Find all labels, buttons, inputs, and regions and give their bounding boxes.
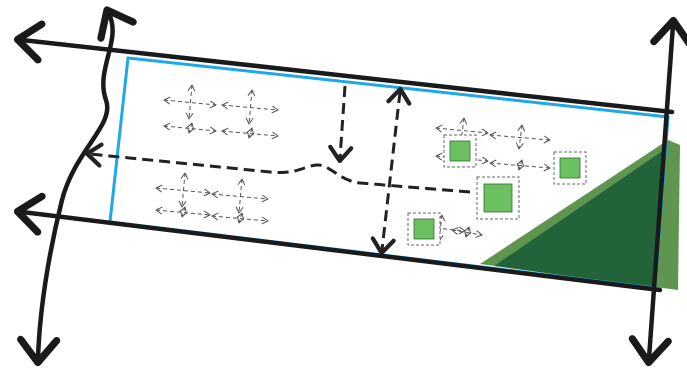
green-square-icon <box>476 176 520 220</box>
four-way-arrow-icon <box>155 206 211 219</box>
green-square-icon <box>553 151 587 185</box>
dashed-arrow-down <box>328 85 354 164</box>
building-block <box>449 140 471 162</box>
thin-dashed-arrow <box>155 184 211 197</box>
building-block <box>559 157 581 179</box>
four-way-arrow-icon <box>489 124 551 150</box>
four-way-arrow-icon <box>451 226 483 238</box>
four-way-arrow-icon <box>221 89 279 125</box>
green-square-icon <box>407 212 441 246</box>
thin-dashed-arrow <box>163 96 217 109</box>
four-way-arrow-icon <box>163 84 217 120</box>
four-way-arrow-icon <box>435 117 489 143</box>
main-dashed-route <box>84 142 471 194</box>
thin-dashed-arrow <box>246 127 255 139</box>
four-way-arrow-icon <box>163 122 217 135</box>
thin-dashed-arrow <box>178 172 189 208</box>
circulation-routes <box>84 85 471 256</box>
building-block <box>413 218 435 240</box>
thin-dashed-arrow <box>463 226 472 238</box>
thin-dashed-arrow <box>235 178 246 214</box>
thin-dashed-arrow <box>435 124 489 137</box>
building-block <box>483 183 513 213</box>
road-west-curved <box>17 6 137 367</box>
four-way-arrow-icon <box>221 127 279 140</box>
thin-dashed-arrow <box>179 206 188 218</box>
road-north <box>13 20 675 115</box>
green-square-icon <box>443 134 477 168</box>
thin-dashed-arrow <box>163 122 217 135</box>
thin-dashed-arrow <box>186 122 195 134</box>
four-way-arrow-icon <box>211 178 269 214</box>
four-way-arrow-icon <box>211 212 269 225</box>
road-network <box>13 6 687 367</box>
four-way-arrow-icon <box>489 159 551 172</box>
vegetation-dark-triangle <box>494 150 664 288</box>
four-way-arrow-icon <box>155 172 211 208</box>
thin-dashed-arrow <box>245 89 256 125</box>
thin-dashed-arrow <box>236 212 245 224</box>
dashed-arrow-vertical <box>370 86 412 256</box>
thin-dashed-arrow <box>185 84 196 120</box>
thin-dashed-arrow <box>155 206 211 219</box>
buildings <box>407 134 587 246</box>
road-east <box>628 16 687 367</box>
thin-dashed-arrow <box>516 159 525 171</box>
